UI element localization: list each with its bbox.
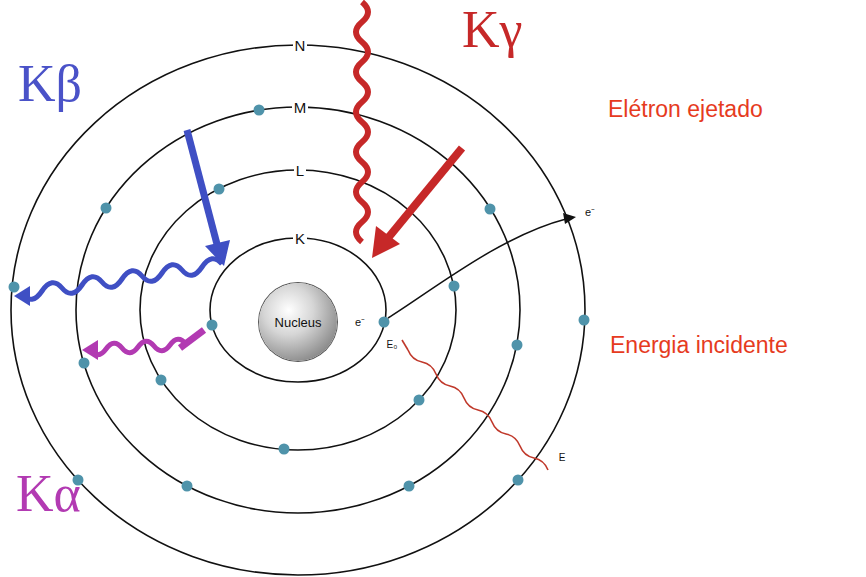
energy-symbol: E bbox=[559, 453, 566, 463]
arrowhead bbox=[372, 226, 400, 258]
shell-n bbox=[11, 45, 585, 575]
shell-m bbox=[76, 107, 520, 513]
nucleus-label: Nucleus bbox=[275, 315, 322, 330]
line-name: Kα bbox=[16, 468, 81, 520]
electron bbox=[279, 444, 290, 455]
line-name: Kγ bbox=[462, 4, 523, 56]
electron bbox=[79, 358, 90, 369]
shell-k bbox=[210, 238, 386, 382]
electron bbox=[404, 481, 415, 492]
electron bbox=[579, 315, 590, 326]
electron bbox=[9, 282, 20, 293]
electrons bbox=[9, 105, 590, 492]
electron bbox=[513, 475, 524, 486]
arrowhead bbox=[563, 213, 576, 224]
electron bbox=[485, 204, 496, 215]
shell-name: L bbox=[294, 162, 306, 179]
electron bbox=[182, 481, 193, 492]
electron-shells bbox=[11, 45, 585, 575]
shell-name: N bbox=[293, 37, 308, 54]
arrowhead bbox=[82, 340, 98, 360]
electron-symbol: e⁻ bbox=[585, 207, 595, 218]
k-alpha-photon bbox=[90, 339, 186, 355]
electron bbox=[449, 281, 460, 292]
incident-wave bbox=[408, 350, 548, 470]
k-gamma-transition bbox=[388, 148, 462, 238]
electron bbox=[379, 317, 390, 328]
k-beta-photon bbox=[22, 259, 222, 300]
electron bbox=[254, 105, 265, 116]
energy-symbol: E₀ bbox=[387, 340, 398, 350]
line-name: Kβ bbox=[18, 58, 82, 110]
electron bbox=[512, 340, 523, 351]
ejection-path bbox=[388, 219, 566, 318]
callout-text: Elétron ejetado bbox=[608, 98, 763, 121]
shell-name: K bbox=[293, 230, 307, 247]
k-beta-transition bbox=[187, 130, 218, 248]
electron bbox=[214, 184, 225, 195]
callout-text: Energia incidente bbox=[610, 334, 788, 357]
incident-wave-tip bbox=[402, 340, 408, 350]
electron bbox=[414, 395, 425, 406]
arrowhead bbox=[14, 286, 30, 306]
electron bbox=[101, 203, 112, 214]
electron-symbol: e⁻ bbox=[355, 317, 365, 328]
electron bbox=[156, 375, 167, 386]
electron bbox=[207, 320, 218, 331]
shell-name: M bbox=[292, 99, 309, 116]
nucleus: Nucleus bbox=[259, 283, 337, 361]
k-gamma-photon bbox=[356, 2, 368, 242]
